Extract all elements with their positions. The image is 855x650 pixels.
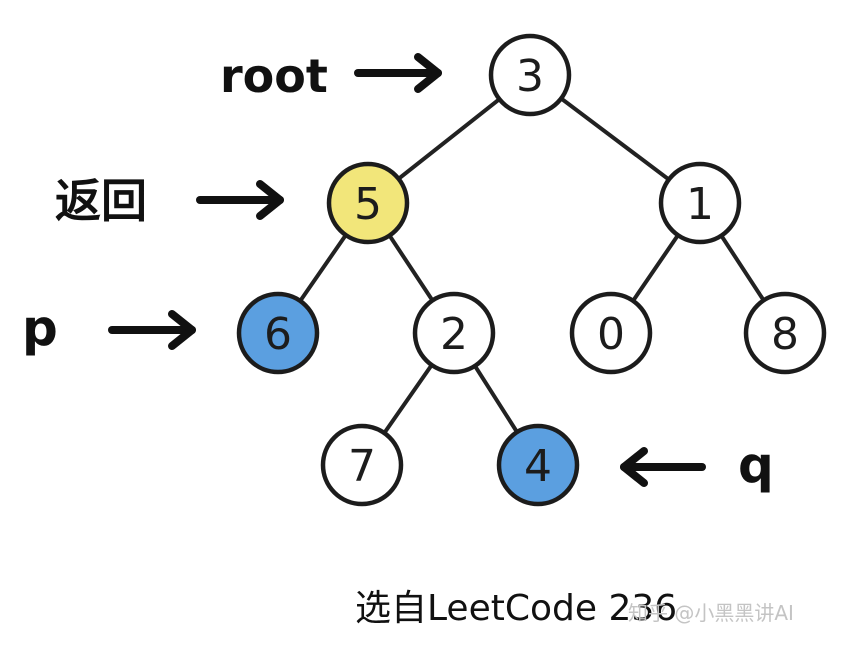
tree-node-0: 0 bbox=[569, 291, 653, 375]
pointer-label-root: root bbox=[220, 49, 328, 103]
arrow-head-icon-return bbox=[256, 180, 284, 220]
tree-node-7: 7 bbox=[320, 423, 404, 507]
arrow-head-icon-p bbox=[168, 310, 196, 350]
node-circle-5 bbox=[326, 161, 410, 245]
watermark: 知乎 @小黑黑讲AI bbox=[628, 601, 794, 625]
node-circle-0 bbox=[569, 291, 653, 375]
pointer-root: root bbox=[220, 49, 442, 103]
node-label-2: 2 bbox=[440, 309, 468, 360]
node-circle-4 bbox=[496, 423, 580, 507]
tree-node-3: 3 bbox=[488, 33, 572, 117]
tree-node-5: 5 bbox=[326, 161, 410, 245]
tree-node-1: 1 bbox=[658, 161, 742, 245]
arrow-head-icon-q bbox=[620, 447, 648, 487]
node-circle-3 bbox=[488, 33, 572, 117]
tree-edges bbox=[276, 73, 787, 467]
node-label-5: 5 bbox=[354, 179, 382, 230]
node-circle-6 bbox=[236, 291, 320, 375]
node-circle-1 bbox=[658, 161, 742, 245]
node-label-6: 6 bbox=[264, 309, 292, 360]
arrow-head-icon-root bbox=[414, 53, 442, 93]
node-circle-7 bbox=[320, 423, 404, 507]
node-label-3: 3 bbox=[516, 51, 544, 102]
tree-node-2: 2 bbox=[412, 291, 496, 375]
caption: 选自LeetCode 236 bbox=[355, 588, 677, 629]
pointer-q: q bbox=[620, 436, 774, 494]
pointer-return: 返回 bbox=[55, 174, 284, 228]
node-label-0: 0 bbox=[597, 309, 625, 360]
tree-node-6: 6 bbox=[236, 291, 320, 375]
node-circle-2 bbox=[412, 291, 496, 375]
pointer-label-q: q bbox=[738, 436, 774, 494]
pointer-p: p bbox=[22, 299, 196, 357]
tree-nodes: 3 5 1 6 2 0 8 7 4 bbox=[236, 33, 827, 507]
tree-node-8: 8 bbox=[743, 291, 827, 375]
tree-node-4: 4 bbox=[496, 423, 580, 507]
node-label-4: 4 bbox=[524, 441, 552, 492]
node-circle-8 bbox=[743, 291, 827, 375]
node-label-1: 1 bbox=[686, 179, 714, 230]
pointer-labels: root 返回 p q bbox=[22, 49, 774, 494]
node-label-7: 7 bbox=[348, 441, 376, 492]
node-label-8: 8 bbox=[771, 309, 799, 360]
pointer-label-p: p bbox=[22, 299, 58, 357]
pointer-label-return: 返回 bbox=[55, 174, 147, 228]
